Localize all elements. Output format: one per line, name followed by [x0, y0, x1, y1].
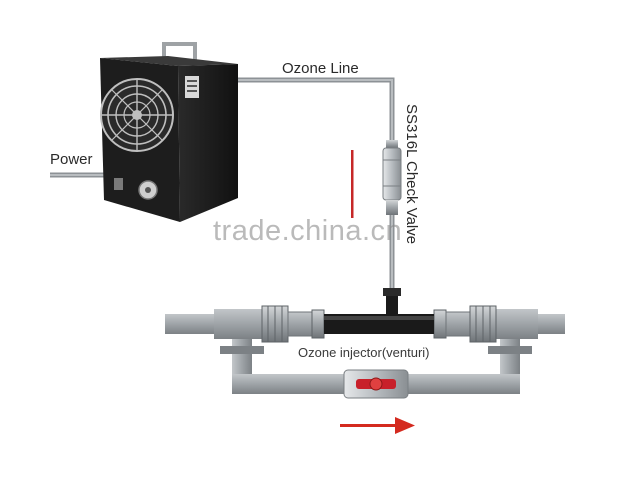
- ozone-generator-icon: [100, 42, 238, 222]
- ozone-line-label: Ozone Line: [282, 60, 359, 77]
- fan-icon: [100, 78, 174, 152]
- ozone-line-tube: [232, 77, 395, 300]
- flow-arrow-icon: [340, 417, 415, 434]
- venturi-injector: [324, 288, 434, 334]
- main-water-pipe: [165, 305, 565, 343]
- check-valve-icon: [382, 140, 402, 215]
- power-switch: [114, 178, 123, 190]
- red-indicator-line: [351, 150, 354, 218]
- injector-label: Ozone injector(venturi): [298, 345, 430, 360]
- check-valve-label: SS316L Check Valve: [403, 104, 420, 245]
- watermark: trade.china.cn: [213, 215, 403, 247]
- bypass-pipe: [220, 334, 532, 394]
- ball-valve-icon: [343, 369, 409, 399]
- power-label: Power: [50, 151, 93, 168]
